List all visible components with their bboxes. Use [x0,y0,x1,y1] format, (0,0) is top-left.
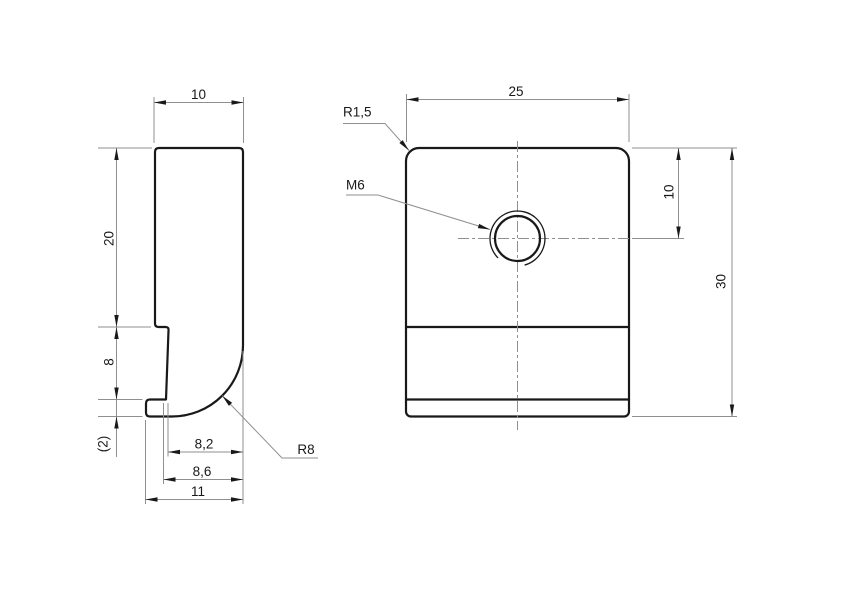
side-view: 10 20 8 (2) 8,2 [96,87,318,504]
leader-arrow [399,140,409,151]
thread-major-arc [489,210,546,266]
arrow-right [231,477,243,482]
thread-hole-inner-circle [493,214,542,263]
arrow-down [114,315,119,327]
arrow-left [145,497,158,502]
arrow-left [154,100,166,105]
dim-front-width: 25 [406,84,630,142]
arrow-up [114,327,119,339]
dim-label: 10 [191,87,206,102]
front-view-outline [404,146,631,418]
dim-label-bottom-width: 11 [191,484,205,499]
dim-label: 10 [662,184,677,199]
arrow-left [168,449,180,455]
dim-side-top-width: 10 [153,87,244,143]
dim-side-height-chain: 20 8 (2) [96,147,152,457]
leader-line [343,123,410,151]
arrow-up [114,416,119,429]
callout-outer-radius: R8 [221,395,318,459]
corner-radius-label: R1,5 [343,105,372,120]
arrow-left [406,97,419,102]
arrow-left [163,477,176,482]
leader-arrow [477,223,490,230]
radius-label: R8 [297,442,314,457]
front-view: 25 R1,5 M6 10 30 [343,84,737,430]
thread-size-label: M6 [346,178,365,193]
leader-line [346,194,491,230]
arrow-up [114,148,119,160]
arrow-up [729,148,735,160]
dim-side-bottom-widths: 8,2 8,6 11 [145,351,244,504]
dim-label-lip-height: (2) [96,436,111,453]
arrow-right [231,497,243,502]
dim-label-upper-height: 20 [102,231,117,246]
dim-front-height: 30 [632,148,737,417]
arrow-right [617,97,629,102]
leader-line [221,395,318,459]
dim-front-hole-offset: 10 [632,147,737,239]
dim-label: 30 [714,274,729,289]
dim-label-lip-recess-depth: 8,6 [193,464,212,479]
arrow-right [231,100,244,105]
dim-label-recess-depth: 8,2 [195,437,214,452]
dim-label-mid-height: 8 [102,358,117,366]
arrow-down [114,387,119,400]
arrow-up [676,148,681,160]
arrow-down [729,404,735,417]
leader-arrow [222,395,233,406]
arrow-right [231,449,243,455]
side-view-outline [144,146,245,418]
arrow-down [676,226,681,239]
callout-corner-radius: R1,5 [343,105,410,151]
callout-thread-size: M6 [346,178,491,230]
dim-label: 25 [508,84,523,99]
